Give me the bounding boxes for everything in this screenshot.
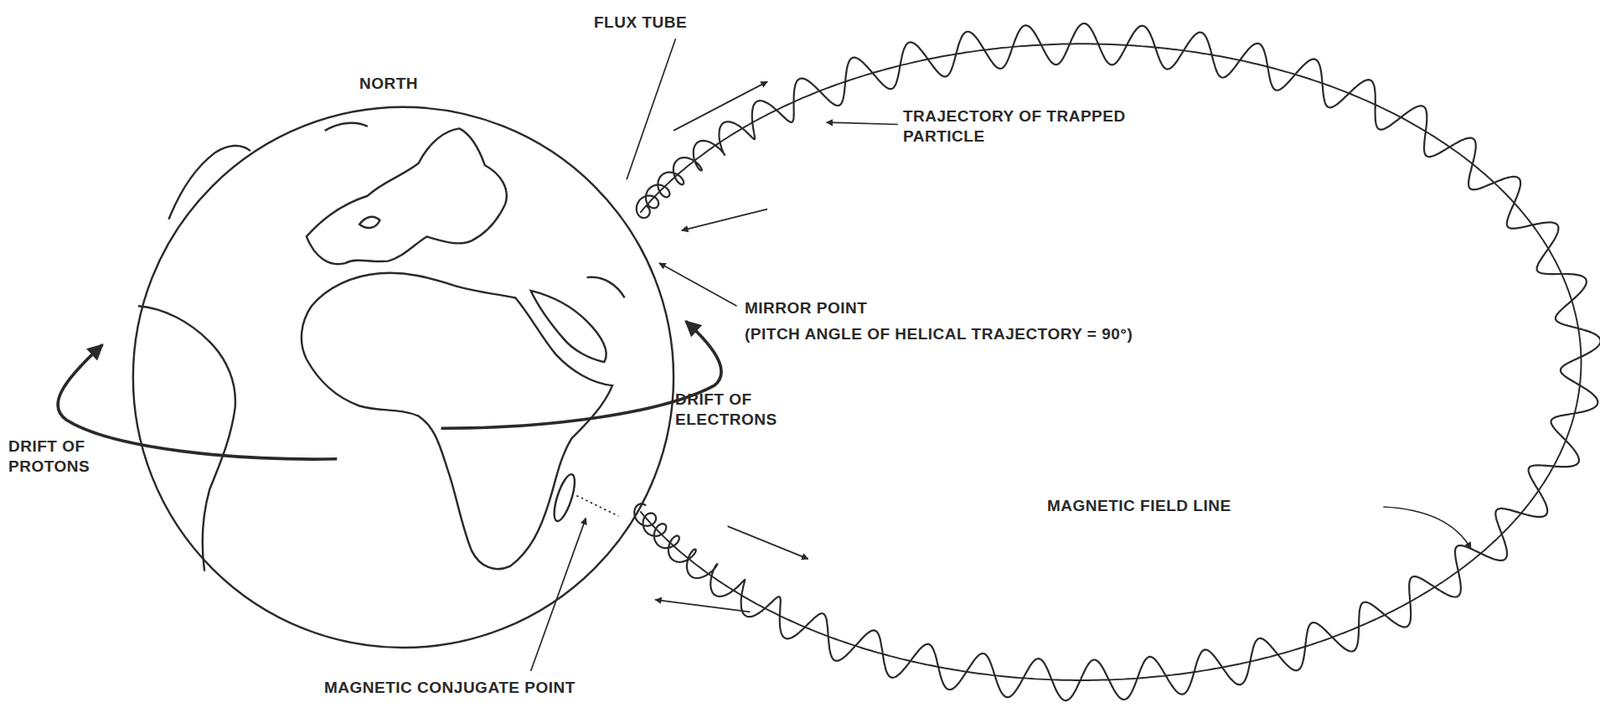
magnetic-field-line: [640, 43, 1581, 681]
north-label: NORTH: [359, 73, 419, 94]
mirror-point-label: MIRROR POINT: [744, 298, 868, 319]
pitch-angle-note: (PITCH ANGLE OF HELICAL TRAJECTORY = 90°…: [744, 324, 1133, 345]
bounce-arrows: [655, 81, 809, 612]
electron-drift-label: DRIFT OF ELECTRONS: [675, 389, 854, 430]
trajectory-label: TRAJECTORY OF TRAPPED PARTICLE: [903, 106, 1199, 147]
earth: [133, 107, 674, 648]
field-line-label: MAGNETIC FIELD LINE: [1047, 495, 1232, 517]
flux-tube-label: FLUX TUBE: [593, 12, 687, 33]
conjugate-point-label: MAGNETIC CONJUGATE POINT: [324, 677, 576, 698]
proton-drift-label: DRIFT OF PROTONS: [8, 436, 152, 477]
particle-trajectory: [634, 23, 1600, 701]
leader-lines: [531, 38, 1471, 671]
proton-drift-arrow: [57, 344, 337, 460]
